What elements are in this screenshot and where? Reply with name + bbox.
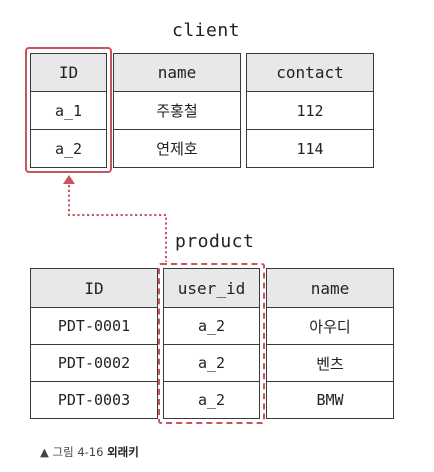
client-cell-id: a_1 — [30, 91, 107, 130]
client-cell-name: 주홍철 — [113, 91, 241, 130]
product-header-user-id: user_id — [163, 268, 260, 308]
product-cell-id: PDT-0003 — [30, 381, 158, 419]
foreign-key-highlight — [158, 263, 265, 424]
product-table-title: product — [175, 231, 255, 252]
client-cell-contact: 114 — [246, 129, 374, 168]
product-cell-name: BMW — [266, 381, 394, 419]
product-cell-user-id: a_2 — [163, 344, 260, 382]
product-cell-user-id: a_2 — [163, 381, 260, 419]
caption-marker-icon: ▲ — [40, 445, 49, 459]
product-cell-id: PDT-0001 — [30, 307, 158, 345]
figure-caption: ▲ 그림 4-16 외래키 — [40, 444, 139, 460]
caption-label: 외래키 — [107, 445, 139, 459]
client-header-name: name — [113, 53, 241, 92]
client-table-title: client — [172, 20, 241, 41]
connector-line — [68, 185, 167, 262]
product-cell-id: PDT-0002 — [30, 344, 158, 382]
product-cell-name: 아우디 — [266, 307, 394, 345]
product-header-name: name — [266, 268, 394, 308]
caption-prefix: 그림 4-16 — [52, 445, 104, 459]
client-cell-contact: 112 — [246, 91, 374, 130]
primary-key-highlight — [25, 47, 112, 173]
connector-arrowhead — [63, 175, 75, 184]
product-header-id: ID — [30, 268, 158, 308]
client-cell-id: a_2 — [30, 129, 107, 168]
client-cell-name: 연제호 — [113, 129, 241, 168]
product-cell-name: 벤츠 — [266, 344, 394, 382]
